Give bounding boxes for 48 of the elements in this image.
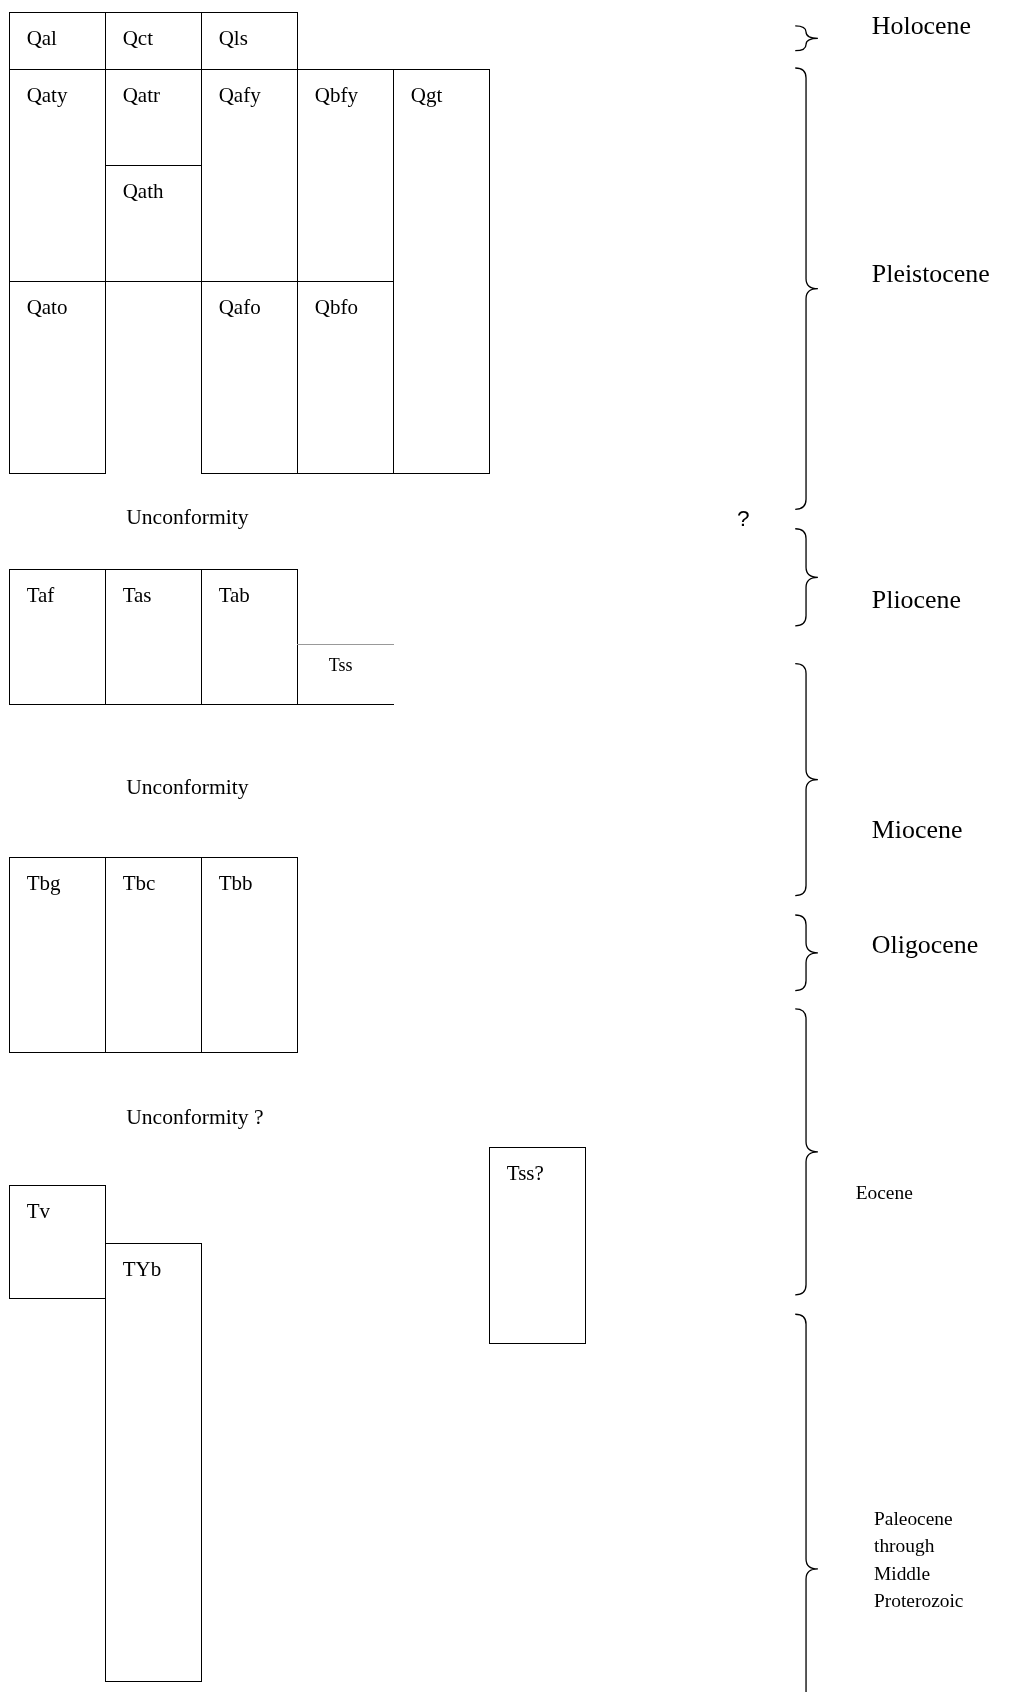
unit-label: Tbg <box>26 870 61 896</box>
unit-label: Qatr <box>122 83 160 109</box>
unconformity-note: Unconformity ? <box>126 1104 264 1130</box>
query-mark: ? <box>736 505 750 532</box>
unit-label: Qbfo <box>314 294 358 320</box>
unit-label: Qath <box>122 179 164 205</box>
unit-label: Tab <box>218 582 250 608</box>
map-unit-box <box>392 69 490 474</box>
map-unit-box <box>8 568 106 705</box>
unit-label: Qct <box>122 25 153 51</box>
epoch-label: Pliocene <box>871 584 961 615</box>
unit-label: Tas <box>122 582 152 608</box>
unit-label: TYb <box>122 1257 162 1283</box>
map-unit-box <box>200 568 298 705</box>
unit-label: Tbb <box>218 870 253 896</box>
map-unit-box <box>488 1147 586 1345</box>
unit-label: Tss <box>328 655 353 677</box>
epoch-label: Pleistocene <box>871 258 990 289</box>
unconformity-note: Unconformity <box>126 774 249 800</box>
unit-label: Qgt <box>410 83 443 109</box>
epoch-label: Miocene <box>871 814 963 845</box>
epoch-label: Holocene <box>871 10 971 41</box>
unit-label: Qato <box>26 294 68 320</box>
epoch-label: Paleocene through Middle Proterozoic <box>874 1507 965 1613</box>
map-unit-box <box>8 11 106 71</box>
unit-label: Qafo <box>218 294 261 320</box>
unit-label: Tbc <box>122 870 156 896</box>
map-unit-box <box>200 856 298 1054</box>
map-unit-box <box>296 644 394 705</box>
unit-label: Qbfy <box>314 83 358 109</box>
unit-label: Qaty <box>26 83 68 109</box>
unit-label: Qls <box>218 25 248 51</box>
unit-label: Tv <box>26 1198 50 1224</box>
map-unit-box <box>8 280 106 474</box>
unit-label: Tss? <box>506 1161 544 1186</box>
map-unit-box <box>104 856 202 1054</box>
unit-label: Taf <box>26 582 55 608</box>
map-unit-box <box>8 856 106 1054</box>
unit-label: Qafy <box>218 83 261 109</box>
map-unit-box <box>8 1184 106 1300</box>
epoch-label: Oligocene <box>871 930 979 961</box>
epoch-label: Eocene <box>855 1181 913 1204</box>
map-unit-box <box>104 568 202 705</box>
map-unit-box <box>200 11 298 71</box>
map-unit-box <box>104 1243 202 1683</box>
unit-label: Qal <box>26 25 57 51</box>
unconformity-note: Unconformity <box>126 505 249 530</box>
map-unit-box <box>200 280 298 474</box>
